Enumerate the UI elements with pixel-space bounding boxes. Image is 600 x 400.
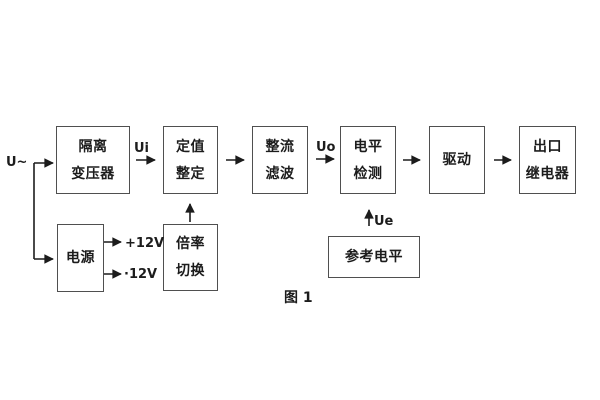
block-label: 检测 bbox=[353, 165, 383, 182]
block-label: 电源 bbox=[66, 250, 95, 266]
block-label: 出口 bbox=[533, 138, 562, 155]
figure-caption: 图 1 bbox=[284, 290, 313, 306]
block-label: 继电器 bbox=[525, 165, 570, 182]
block-output-relay: 出口 继电器 bbox=[519, 126, 576, 194]
block-label: 整定 bbox=[176, 165, 205, 182]
block-label: 滤波 bbox=[265, 165, 295, 182]
block-label: 驱动 bbox=[442, 152, 472, 168]
block-isolation-transformer: 隔离 变压器 bbox=[56, 126, 130, 194]
block-label: 切换 bbox=[176, 263, 205, 279]
block-label: 定值 bbox=[176, 138, 205, 155]
block-value-setting: 定值 整定 bbox=[163, 126, 218, 194]
block-label: 参考电平 bbox=[345, 249, 403, 265]
block-rectifier-filter: 整流 滤波 bbox=[252, 126, 308, 194]
label-plus-12v: +12V bbox=[125, 236, 165, 251]
label-uo: Uo bbox=[316, 140, 336, 155]
label-minus-12v: ·12V bbox=[124, 267, 158, 282]
block-power-supply: 电源 bbox=[57, 224, 104, 292]
block-level-detection: 电平 检测 bbox=[340, 126, 396, 194]
label-ui: Ui bbox=[134, 141, 150, 156]
block-driver: 驱动 bbox=[429, 126, 485, 194]
block-label: 电平 bbox=[353, 138, 383, 155]
block-reference-level: 参考电平 bbox=[328, 236, 420, 278]
label-source-voltage: U~ bbox=[6, 155, 28, 170]
block-label: 隔离 bbox=[78, 138, 108, 155]
block-label: 倍率 bbox=[176, 236, 205, 252]
block-ratio-switch: 倍率 切换 bbox=[163, 224, 218, 291]
label-ue: Ue bbox=[374, 214, 394, 229]
block-label: 整流 bbox=[265, 138, 295, 155]
block-label: 变压器 bbox=[71, 165, 115, 182]
